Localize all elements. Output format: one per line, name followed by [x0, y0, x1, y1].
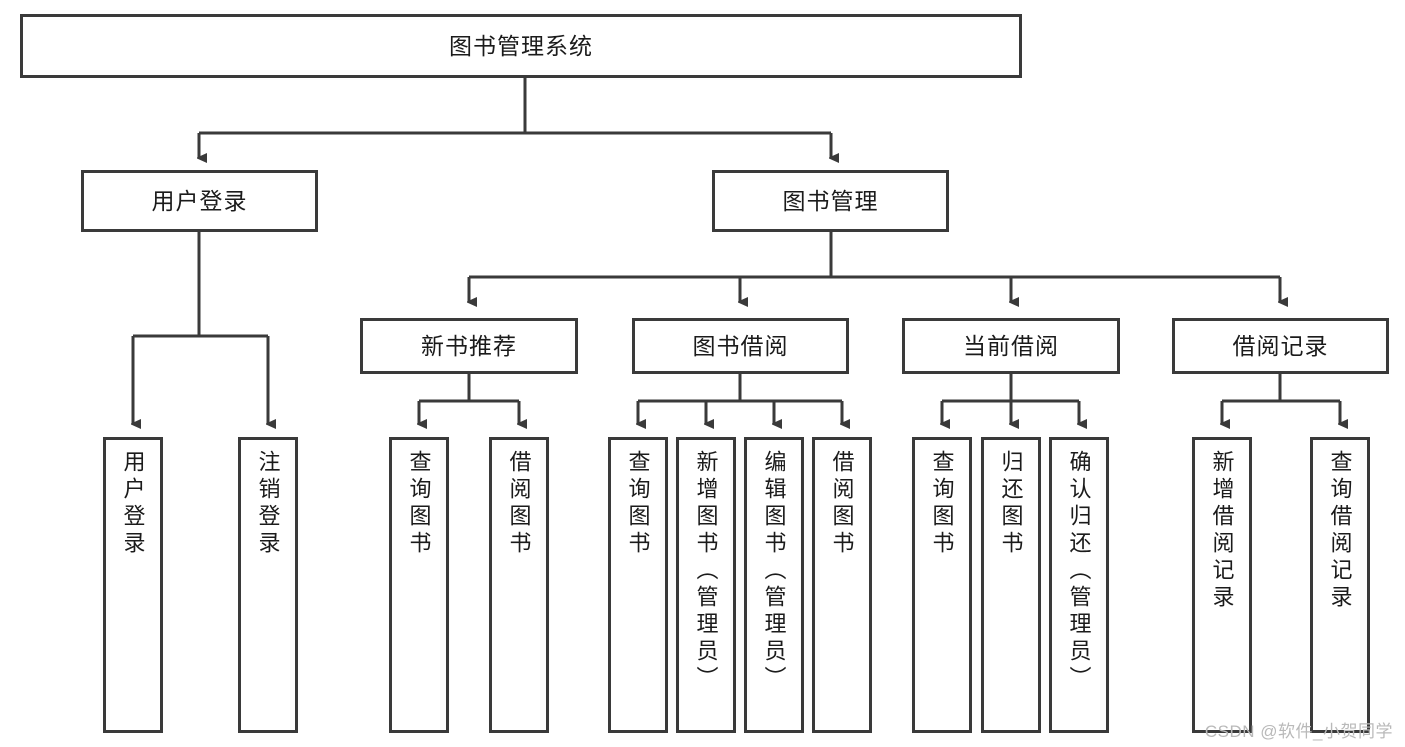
node-label: 查询图书 — [625, 450, 651, 558]
node-borrow-record[interactable]: 借阅记录 — [1172, 318, 1389, 374]
watermark: CSDN @软件_小贺同学 — [1204, 722, 1393, 741]
node-book-borrow[interactable]: 图书借阅 — [632, 318, 849, 374]
leaf-query-book-borrow[interactable]: 查询图书 — [608, 437, 668, 733]
node-label: 归还图书 — [998, 450, 1024, 558]
node-label: 图书管理系统 — [449, 32, 593, 59]
node-label: 新增图书（管理员） — [693, 450, 719, 693]
node-label: 图书借阅 — [692, 332, 789, 359]
node-label: 查询图书 — [406, 450, 432, 558]
leaf-add-book-admin[interactable]: 新增图书（管理员） — [676, 437, 736, 733]
leaf-user-login[interactable]: 用户登录 — [103, 437, 163, 733]
leaf-query-borrow-record[interactable]: 查询借阅记录 — [1310, 437, 1370, 733]
node-book-management[interactable]: 图书管理 — [712, 170, 949, 232]
node-label: 图书管理 — [782, 187, 879, 214]
leaf-query-book-recommend[interactable]: 查询图书 — [389, 437, 449, 733]
node-new-book-recommend[interactable]: 新书推荐 — [360, 318, 578, 374]
node-label: 当前借阅 — [963, 332, 1059, 359]
node-label: 查询图书 — [929, 450, 955, 558]
leaf-confirm-return-admin[interactable]: 确认归还（管理员） — [1049, 437, 1109, 733]
node-label: 用户登录 — [151, 187, 248, 214]
leaf-add-borrow-record[interactable]: 新增借阅记录 — [1192, 437, 1252, 733]
node-label: 用户登录 — [120, 450, 146, 558]
leaf-query-book-current[interactable]: 查询图书 — [912, 437, 972, 733]
leaf-borrow-book[interactable]: 借阅图书 — [812, 437, 872, 733]
node-book-management-system[interactable]: 图书管理系统 — [20, 14, 1022, 78]
leaf-return-book[interactable]: 归还图书 — [981, 437, 1041, 733]
node-label: 编辑图书（管理员） — [761, 450, 787, 693]
node-label: 新增借阅记录 — [1209, 450, 1235, 612]
node-current-borrow[interactable]: 当前借阅 — [902, 318, 1120, 374]
leaf-logout-login[interactable]: 注销登录 — [238, 437, 298, 733]
node-label: 注销登录 — [255, 450, 281, 558]
leaf-edit-book-admin[interactable]: 编辑图书（管理员） — [744, 437, 804, 733]
node-user-login[interactable]: 用户登录 — [81, 170, 318, 232]
leaf-borrow-book-recommend[interactable]: 借阅图书 — [489, 437, 549, 733]
node-label: 确认归还（管理员） — [1066, 450, 1092, 693]
node-label: 借阅记录 — [1232, 332, 1329, 359]
node-label: 借阅图书 — [506, 450, 532, 558]
node-label: 借阅图书 — [829, 450, 855, 558]
node-label: 新书推荐 — [421, 332, 517, 359]
node-label: 查询借阅记录 — [1327, 450, 1353, 612]
